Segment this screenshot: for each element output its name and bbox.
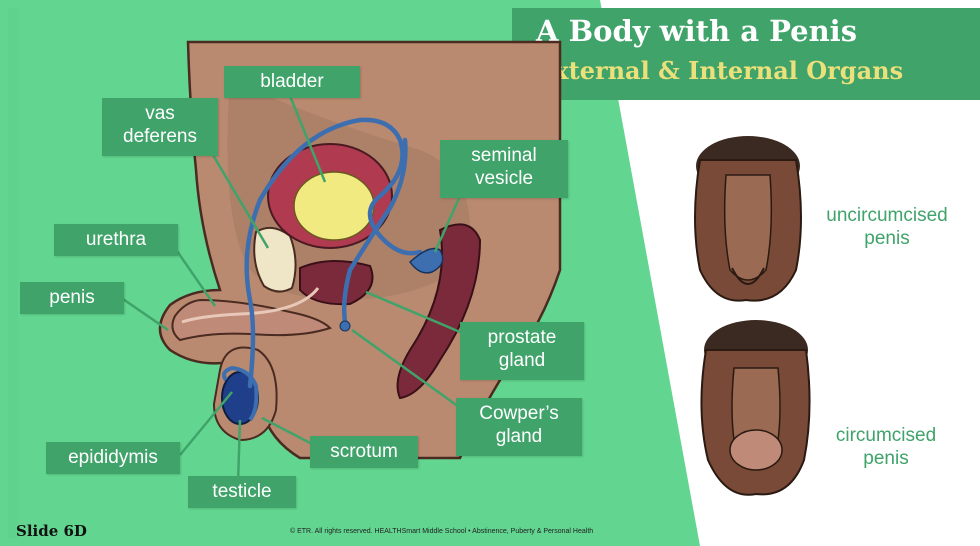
- caption-circumcised: circumcised penis: [816, 424, 956, 470]
- uncircumcised-illustration: [695, 136, 801, 301]
- slide-number: Slide 6D: [16, 522, 87, 540]
- circumcised-illustration: [701, 320, 809, 495]
- copyright-footer: © ETR. All rights reserved. HEALTHSmart …: [290, 528, 593, 535]
- caption-uncircumcised: uncircumcised penis: [808, 204, 966, 250]
